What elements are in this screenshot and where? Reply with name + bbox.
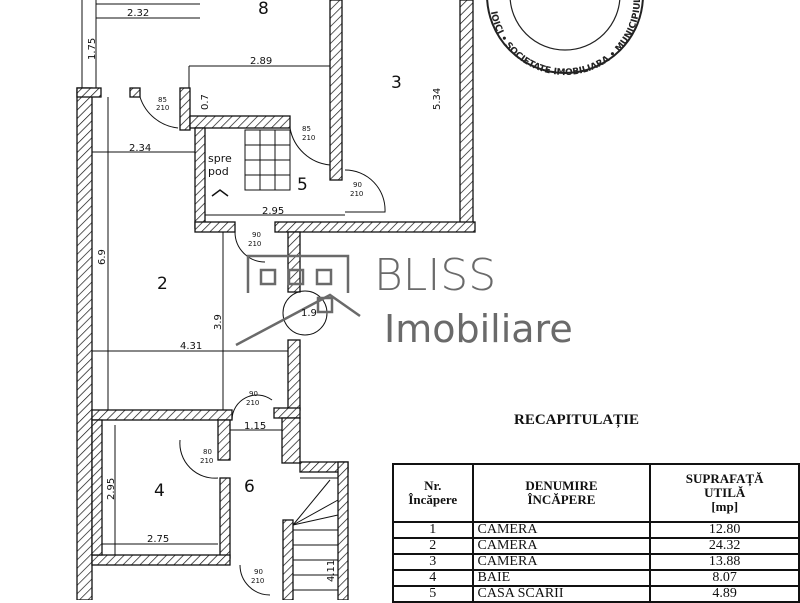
door-width: 90	[353, 181, 362, 189]
spre-pod-label-1: spre	[208, 152, 232, 165]
door-width: 80	[203, 448, 212, 456]
plan-lines	[81, 0, 386, 596]
dim: 2.89	[250, 56, 272, 67]
dim: 2.95	[106, 478, 117, 500]
dim: 2.32	[127, 8, 149, 19]
cell-area: 8.07	[649, 569, 800, 587]
dim: 4.11	[326, 560, 337, 582]
room-6-label: 6	[244, 477, 255, 497]
cell-name: BAIE	[471, 569, 652, 587]
logo-watermark	[235, 254, 361, 347]
dim: 2.95	[262, 206, 284, 217]
door-width: 85	[158, 96, 167, 104]
header-nr: Nr.Încăpere	[392, 463, 474, 523]
dim: 1.75	[87, 38, 98, 60]
dim: 0.7	[200, 94, 211, 110]
cell-area: 12.80	[649, 521, 800, 539]
stamp	[486, 0, 644, 74]
cell-nr: 1	[392, 521, 474, 539]
door-height: 210	[156, 104, 169, 112]
dim: 3.9	[213, 314, 224, 330]
dim: 1.15	[244, 421, 266, 432]
door-width: 90	[249, 390, 258, 398]
door-height: 210	[200, 457, 213, 465]
cell-nr: 2	[392, 537, 474, 555]
door-height: 210	[246, 399, 259, 407]
cell-nr: 3	[392, 553, 474, 571]
dim: 5.34	[432, 88, 443, 110]
door-width: 90	[254, 568, 263, 576]
cell-name: CAMERA	[471, 553, 652, 571]
cell-name: CAMERA	[471, 521, 652, 539]
dim: 4.31	[180, 341, 202, 352]
logo-brand: BLISS	[374, 250, 496, 301]
door-height: 210	[302, 134, 315, 142]
cell-name: CAMERA	[471, 537, 652, 555]
door-height: 210	[350, 190, 363, 198]
table-title: RECAPITULAȚIE	[514, 412, 640, 428]
cell-nr: 4	[392, 569, 474, 587]
walls	[76, 0, 476, 600]
room-4-label: 4	[154, 481, 165, 501]
dim: 2.75	[147, 534, 169, 545]
cell-area: 4.89	[649, 585, 800, 603]
cell-area: 13.88	[649, 553, 800, 571]
room-8-label: 8	[258, 0, 269, 19]
room-5-label: 5	[297, 175, 308, 195]
door-height: 210	[251, 577, 264, 585]
door-width: 90	[252, 231, 261, 239]
room-2-label: 2	[157, 274, 168, 294]
logo-sub: Imobiliare	[384, 307, 573, 351]
room-labels: 8 3 5 2 4 6	[154, 0, 402, 501]
up-arrow-icon	[211, 189, 229, 197]
room-3-label: 3	[391, 73, 402, 93]
spre-pod-label-2: pod	[208, 165, 229, 178]
dimensions: 2.32 1.75 2.89 0.7 2.34 5.34 2.95 6.9 3.…	[87, 8, 443, 582]
door-labels: 85 210 85 210 90 210 90 210 90 210 80 21…	[156, 96, 363, 585]
dim: 1.9	[301, 308, 317, 319]
dim: 6.9	[97, 249, 108, 265]
door-width: 85	[302, 125, 311, 133]
door-height: 210	[248, 240, 261, 248]
cell-area: 24.32	[649, 537, 800, 555]
dim: 2.34	[129, 143, 151, 154]
